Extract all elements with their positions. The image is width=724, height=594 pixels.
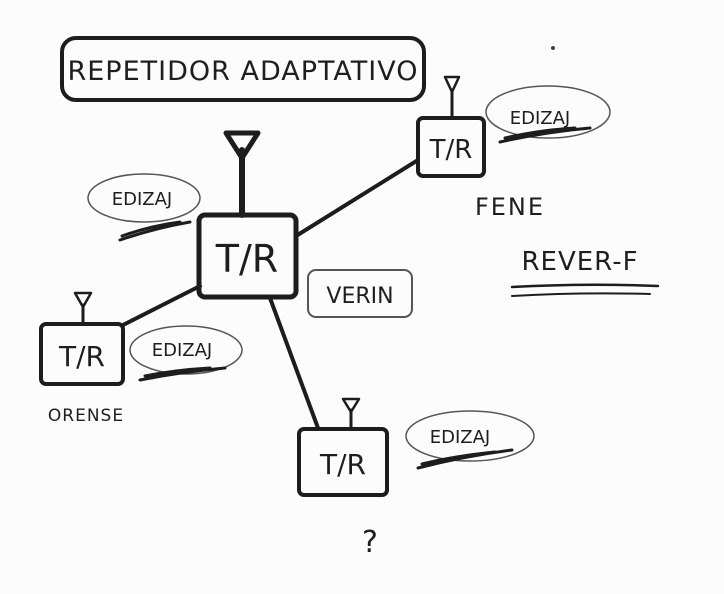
- link-main-fene: [294, 158, 420, 238]
- tag-bubble: [129, 325, 243, 375]
- node-orense: T/R ORENSE EDIZAJ: [39, 291, 243, 426]
- note: REVER-F: [510, 247, 660, 297]
- link-main-unknown: [268, 296, 320, 430]
- transceiver-box: [416, 116, 486, 178]
- note-underline: [511, 292, 651, 297]
- tag-bubble: [405, 410, 535, 462]
- antenna-head-icon: [443, 75, 461, 94]
- location-label: FENE: [475, 193, 545, 221]
- note-underline: [510, 283, 660, 289]
- antenna-head-icon: [223, 130, 261, 161]
- link-main-orense: [121, 284, 202, 327]
- tag-underline: [118, 220, 192, 242]
- transceiver-label: T/R: [215, 237, 278, 281]
- tag-label: EDIZAJ: [510, 108, 571, 129]
- transceiver-box: [39, 322, 125, 386]
- tag-bubble: [87, 173, 201, 223]
- location-box: [307, 269, 413, 318]
- tag-label: EDIZAJ: [152, 340, 213, 361]
- node-fene: T/R FENE EDIZAJ: [416, 75, 611, 221]
- title-text: REPETIDOR ADAPTATIVO: [67, 56, 418, 87]
- tag-underline: [498, 126, 592, 144]
- tag-label: EDIZAJ: [430, 427, 491, 448]
- tag-underline: [416, 448, 514, 470]
- tag-underline: [138, 366, 227, 382]
- ink-dot: [551, 46, 555, 50]
- title-box: REPETIDOR ADAPTATIVO: [60, 36, 426, 102]
- antenna-head-icon: [73, 291, 93, 309]
- node-unknown: T/R ? EDIZAJ: [297, 397, 535, 560]
- node-main: T/R VERIN EDIZAJ: [87, 130, 413, 318]
- transceiver-label: T/R: [429, 135, 473, 165]
- tag-bubble: [485, 85, 611, 139]
- location-label: ORENSE: [48, 406, 124, 426]
- location-label: ?: [362, 525, 378, 560]
- antenna-head-icon: [341, 397, 361, 414]
- location-label: VERIN: [326, 284, 393, 309]
- tag-label: EDIZAJ: [112, 189, 173, 210]
- transceiver-label: T/R: [319, 448, 366, 481]
- transceiver-box: [196, 212, 299, 300]
- transceiver-label: T/R: [58, 340, 105, 373]
- note-text: REVER-F: [521, 247, 638, 277]
- links: [121, 158, 420, 430]
- transceiver-box: [297, 427, 389, 497]
